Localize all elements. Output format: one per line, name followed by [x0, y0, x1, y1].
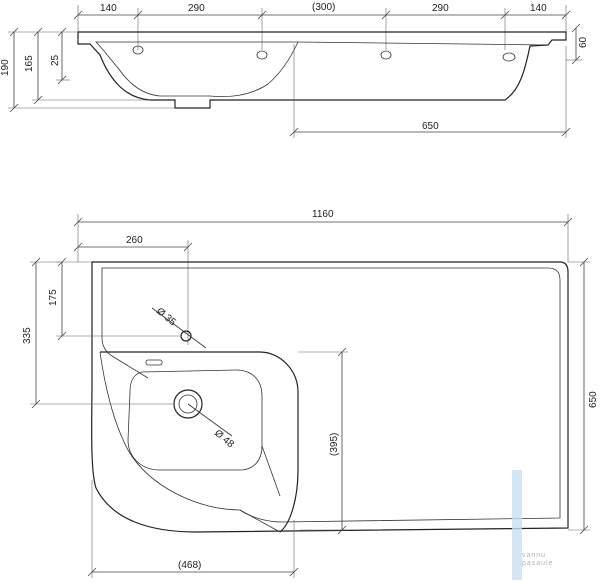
dim-335: 335 — [22, 327, 33, 344]
dim-290-left: 290 — [188, 3, 205, 14]
dim-650-top: 650 — [422, 121, 439, 132]
watermark: vannu pasaule — [500, 470, 560, 580]
watermark-bar — [512, 470, 522, 580]
dim-140-left: 140 — [100, 3, 117, 14]
dim-175: 175 — [48, 289, 59, 306]
dim-1160: 1160 — [312, 209, 334, 220]
dim-468: (468) — [178, 560, 201, 571]
dim-395: (395) — [329, 433, 340, 456]
dim-25: 25 — [50, 54, 61, 66]
section-view: 140 290 (300) 290 140 190 165 25 — [0, 2, 589, 138]
dim-300: (300) — [312, 2, 335, 13]
watermark-text: vannu pasaule — [522, 552, 554, 567]
dim-260: 260 — [126, 235, 143, 246]
dim-190: 190 — [0, 59, 11, 76]
dim-290-right: 290 — [432, 3, 449, 14]
dim-165: 165 — [24, 55, 35, 72]
dim-60: 60 — [578, 36, 589, 48]
dia-48: Ø 48 — [212, 428, 236, 451]
dim-140-right: 140 — [530, 3, 547, 14]
dim-650-right: 650 — [588, 391, 599, 408]
